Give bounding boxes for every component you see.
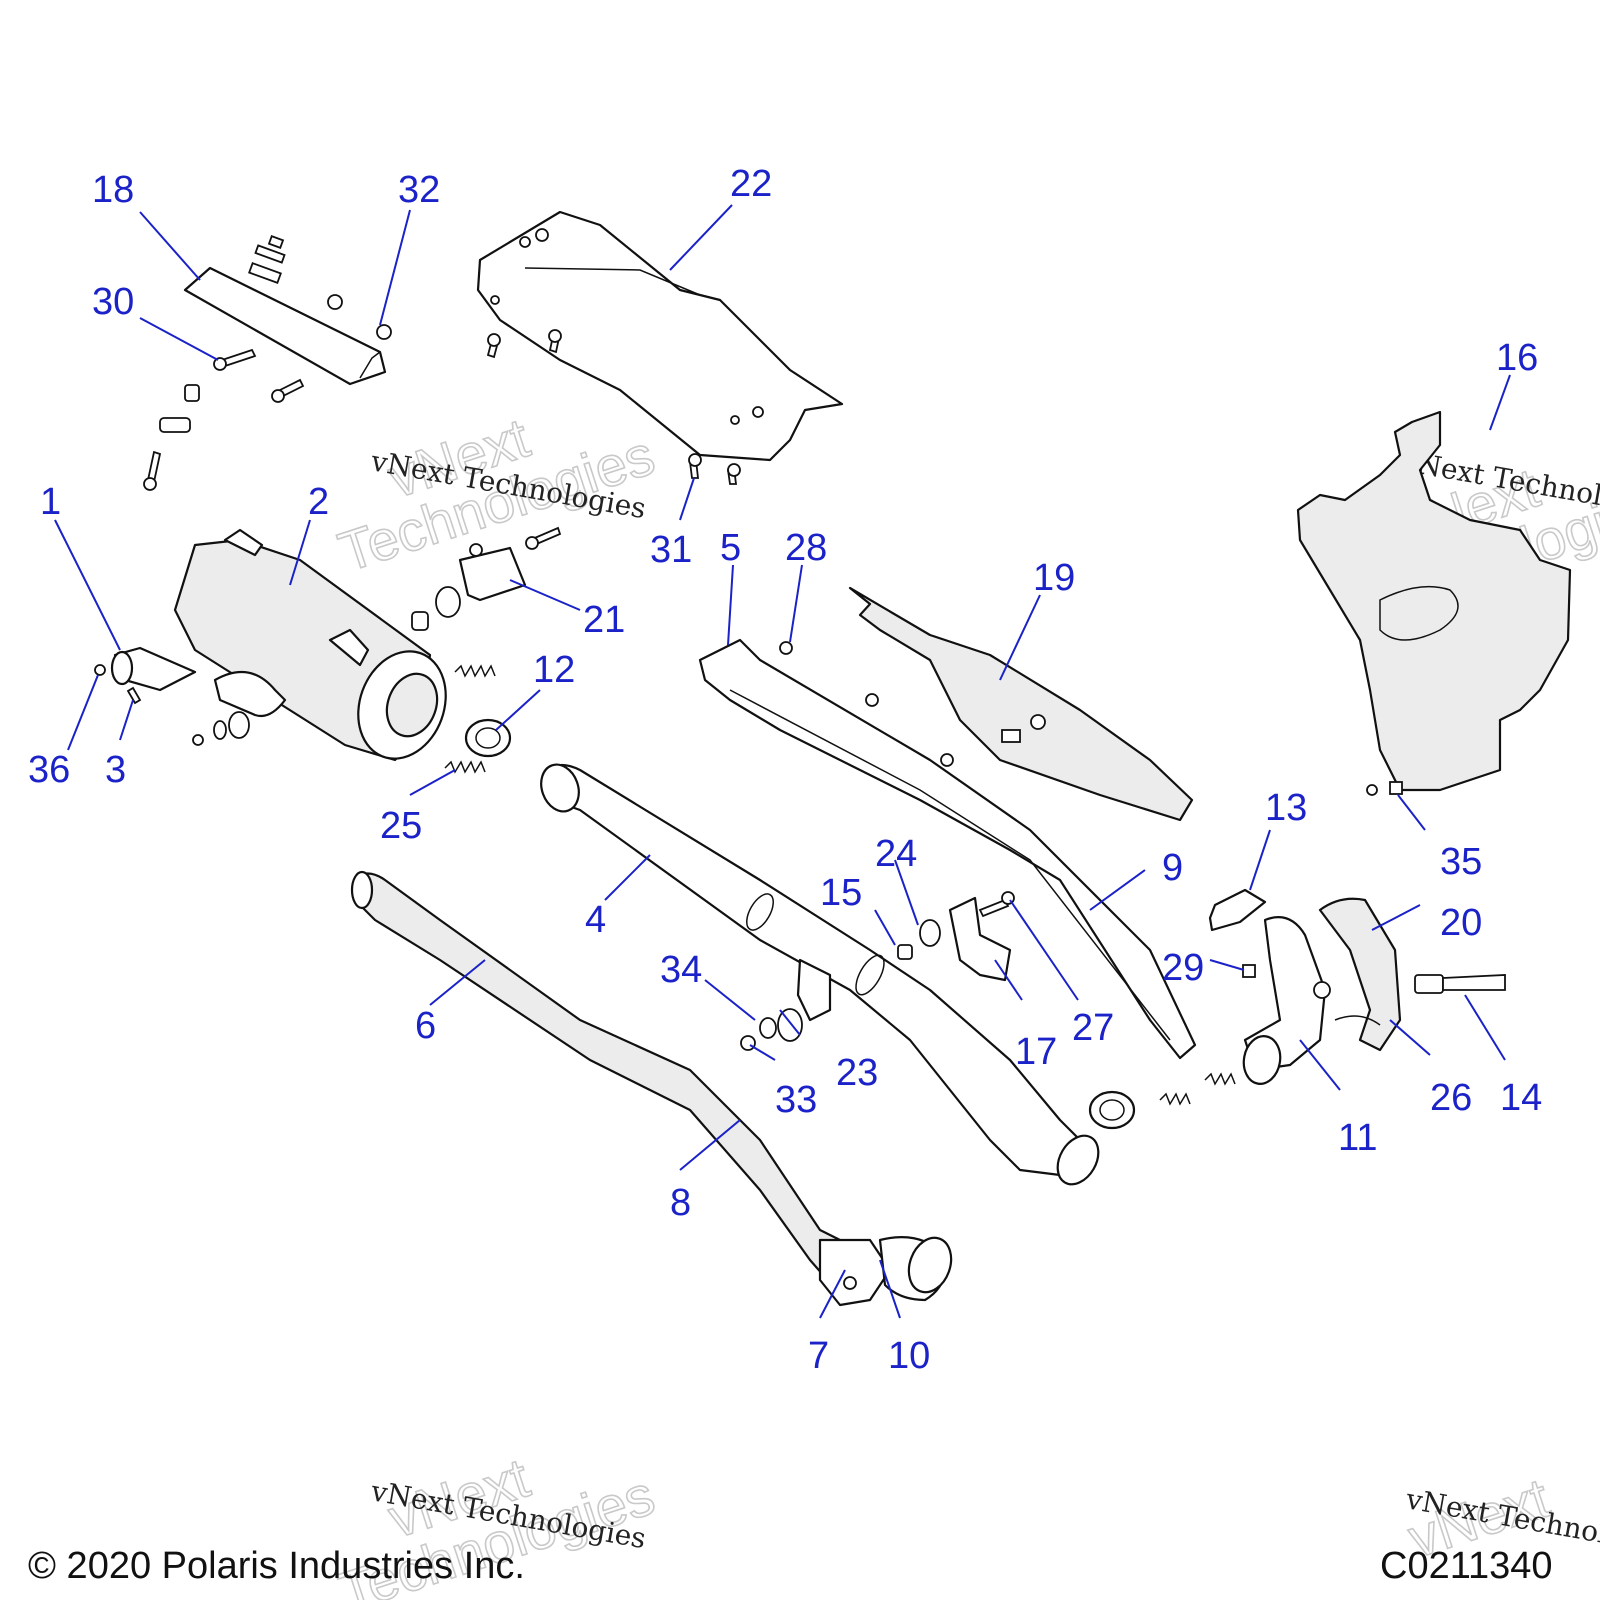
callout-20: 20 (1440, 902, 1482, 944)
callout-2: 2 (308, 481, 329, 523)
callout-6: 6 (415, 1005, 436, 1047)
part-18-heat-shield (143, 235, 392, 491)
callout-24: 24 (875, 833, 917, 875)
callout-15: 15 (820, 872, 862, 914)
callout-34: 34 (660, 949, 702, 991)
callout-30: 30 (92, 281, 134, 323)
part-11-20-front-pipe (1208, 888, 1506, 1085)
callout-17: 17 (1015, 1031, 1057, 1073)
part-21-bracket (411, 526, 562, 631)
part-5-9-shield (698, 638, 1197, 1060)
callout-33: 33 (775, 1079, 817, 1121)
callout-25: 25 (380, 805, 422, 847)
callout-28: 28 (785, 527, 827, 569)
part-6-8-pipe (350, 870, 953, 1307)
callout-10: 10 (888, 1335, 930, 1377)
callout-8: 8 (670, 1182, 691, 1224)
callout-14: 14 (1500, 1077, 1542, 1119)
part-12-gasket (464, 718, 1136, 1130)
callout-22: 22 (730, 163, 772, 205)
callouts: 18 32 30 22 16 1 2 21 31 5 28 19 12 36 3… (28, 163, 1542, 1377)
part-25-springs (444, 664, 1236, 1106)
part-1-tip (94, 646, 197, 705)
callout-35: 35 (1440, 841, 1482, 883)
callout-12: 12 (533, 649, 575, 691)
callout-9: 9 (1162, 847, 1183, 889)
callout-3: 3 (105, 749, 126, 791)
callout-21: 21 (583, 599, 625, 641)
callout-32: 32 (398, 169, 440, 211)
callout-27: 27 (1072, 1007, 1114, 1049)
callout-4: 4 (585, 899, 606, 941)
callout-7: 7 (808, 1335, 829, 1377)
figure-code: C0211340 (1380, 1545, 1553, 1587)
part-19-shield (848, 586, 1194, 822)
callout-13: 13 (1265, 787, 1307, 829)
callout-19: 19 (1033, 557, 1075, 599)
callout-5: 5 (720, 527, 741, 569)
callout-31: 31 (650, 529, 692, 571)
copyright-text: © 2020 Polaris Industries Inc. (28, 1545, 525, 1587)
part-2-muffler (173, 528, 447, 762)
hardware-spacers (740, 919, 941, 1051)
callout-1: 1 (40, 481, 61, 523)
callout-18: 18 (92, 169, 134, 211)
callout-23: 23 (836, 1052, 878, 1094)
callout-29: 29 (1162, 947, 1204, 989)
leader-lines (54, 204, 1511, 1319)
callout-36: 36 (28, 749, 70, 791)
callout-16: 16 (1496, 337, 1538, 379)
callout-11: 11 (1338, 1117, 1377, 1159)
part-16-heat-shield (1296, 410, 1572, 796)
part-17-bracket (948, 891, 1015, 982)
callout-26: 26 (1430, 1077, 1472, 1119)
part-4-head-pipe (540, 763, 1100, 1186)
part-22-heat-shield (476, 210, 844, 485)
